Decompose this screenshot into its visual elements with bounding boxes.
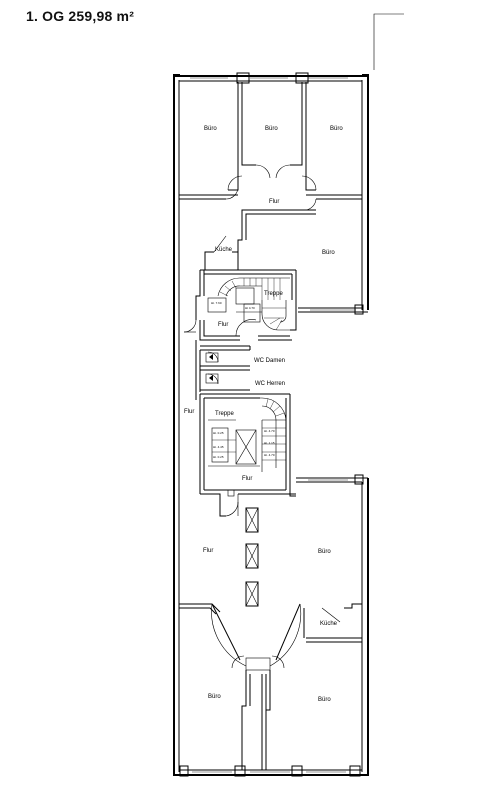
svg-text:Ht. 4.70: Ht. 4.70	[264, 429, 275, 433]
svg-text:Ht. 0.25: Ht. 0.25	[213, 431, 224, 435]
upper-office-walls	[179, 82, 362, 211]
room-label-wc-damen: WC Damen	[254, 358, 285, 364]
room-label-kueche-bottom: Küche	[320, 621, 338, 627]
room-label-buero-top-left: Büro	[204, 126, 217, 132]
outer-walls	[173, 72, 369, 777]
svg-text:Ht 4.70: Ht 4.70	[245, 306, 255, 310]
room-label-flur-lower: Flur	[203, 548, 213, 554]
room-label-buero-bottom-right: Büro	[318, 697, 331, 703]
wc-block	[195, 340, 251, 400]
room-label-flur-stair-upper: Flur	[218, 322, 228, 328]
room-label-treppe-lower: Treppe	[215, 411, 234, 417]
room-label-buero-top-right: Büro	[330, 126, 343, 132]
svg-text:Ht. 4.70: Ht. 4.70	[264, 453, 275, 457]
room-label-buero-bottom-left: Büro	[208, 694, 221, 700]
boundary-line	[373, 13, 404, 70]
upper-right-office-walls	[204, 209, 368, 315]
room-labels: Büro Büro Büro Flur Küche Büro Treppe Fl…	[184, 126, 343, 703]
room-label-kueche-top: Küche	[215, 247, 233, 253]
lower-stair-core: Ht. 0.25 Ht. 4.45 Ht. 0.25 Ht. 4.70 Ht. …	[199, 393, 296, 517]
room-label-buero-top-mid: Büro	[265, 126, 278, 132]
room-label-flur-left: Flur	[184, 409, 194, 415]
room-label-wc-herren: WC Herren	[255, 381, 285, 387]
svg-text:Ht. 0.25: Ht. 0.25	[213, 455, 224, 459]
svg-text:Ht. 7.60: Ht. 7.60	[211, 301, 222, 305]
room-label-flur-top: Flur	[269, 199, 279, 205]
svg-text:Ht. 4.45: Ht. 4.45	[213, 445, 224, 449]
lower-office-walls	[179, 474, 368, 770]
room-label-treppe-upper: Treppe	[264, 291, 283, 297]
room-label-flur-stair-lower: Flur	[242, 476, 252, 482]
svg-text:Ht. 1.15: Ht. 1.15	[264, 441, 275, 445]
upper-stair-core: Ht. 7.60 Ht 4.70	[183, 269, 297, 341]
floor-title: 1. OG 259,98 m²	[26, 8, 135, 24]
room-label-buero-right-lower: Büro	[318, 549, 331, 555]
room-label-buero-right-upper: Büro	[322, 250, 335, 256]
